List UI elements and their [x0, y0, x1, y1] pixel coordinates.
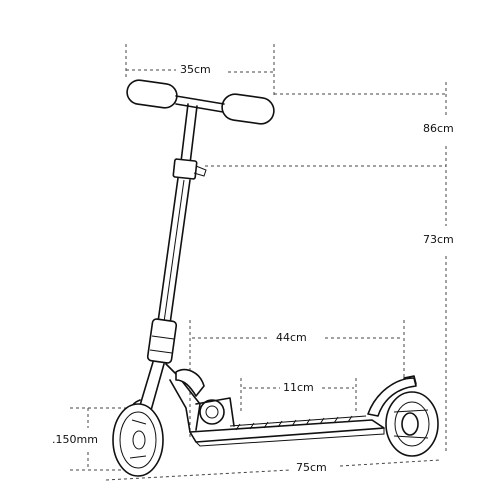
deck-length-label: 44cm: [276, 331, 307, 344]
right-grip: [221, 93, 275, 125]
left-grip: [126, 79, 178, 109]
scooter-drawing: [112, 79, 439, 477]
max-height-label: 86cm: [423, 122, 454, 135]
handlebar-width-label: 35cm: [180, 63, 211, 76]
wheel-diameter-label: .150mm: [52, 433, 98, 446]
min-height-label: 73cm: [423, 233, 454, 246]
front-wheel: [112, 403, 164, 477]
dimension-lines: [70, 44, 447, 481]
deck-width-label: 11cm: [283, 381, 314, 394]
overall-length-label: 75cm: [296, 461, 327, 474]
deck: [189, 419, 385, 443]
